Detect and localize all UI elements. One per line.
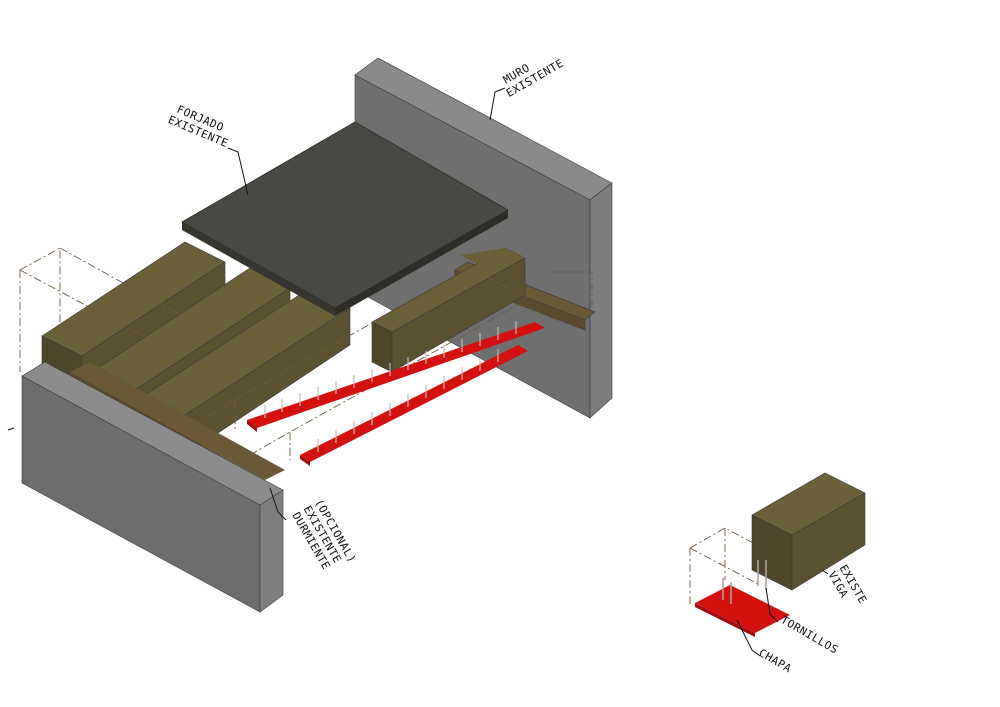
steel-plate-lower [300, 345, 528, 466]
ghost-beam-outline-left [19, 247, 191, 372]
label-durmiente: DURMIENTE EXISTENTE (OPCIONAL) [289, 497, 358, 572]
label-forjado: FORJADO EXISTENTE [166, 103, 230, 150]
detail-view [689, 472, 866, 637]
bolts-upper [264, 321, 517, 418]
beam-4 [371, 247, 526, 373]
front-wall [21, 361, 285, 613]
label-chapa: CHAPA [757, 646, 794, 675]
bolts-lower [317, 349, 499, 452]
leader-lines [227, 87, 829, 657]
beam-ends-back [460, 248, 525, 265]
label-muro: MURO EXISTENTE [501, 57, 566, 100]
existing-slab [181, 121, 509, 316]
steel-plate-upper [247, 322, 545, 432]
label-tornillos: TORNILLOS [779, 613, 841, 656]
svg-text:CHAPA: CHAPA [757, 646, 794, 675]
label-viga: VIGA EXISTE [825, 563, 869, 607]
svg-text:TORNILLOS: TORNILLOS [779, 613, 841, 656]
tick-mark [7, 427, 15, 431]
